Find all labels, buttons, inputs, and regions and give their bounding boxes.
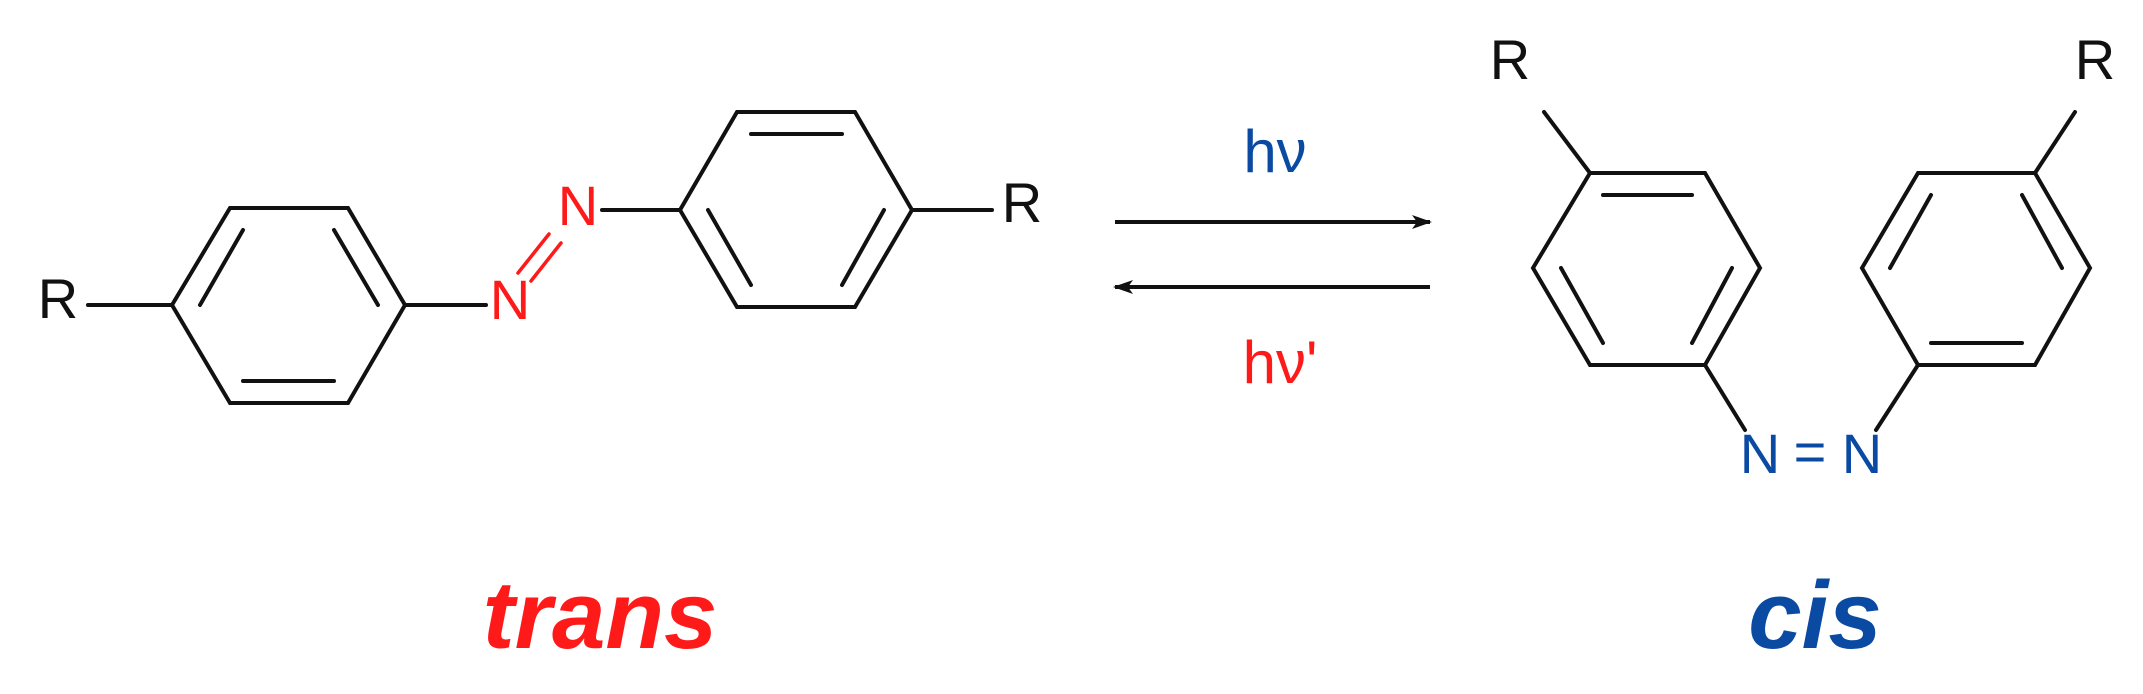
cis-left-substituent: R (1490, 28, 1530, 91)
cis-right-r-bond (2033, 110, 2077, 175)
cis-nitrogen-right: N (1842, 422, 1882, 485)
cis-left-r-bond (1542, 110, 1592, 175)
cis-right-benzene-ring (1859, 171, 2093, 367)
cis-ring-n-bond-left (1703, 363, 1747, 432)
reverse-condition: hν' (1243, 329, 1318, 396)
trans-nitrogen-lower: N (490, 268, 530, 331)
cis-ring-n-bond-right (1874, 363, 1920, 432)
trans-nitrogen-upper: N (558, 174, 598, 237)
cis-right-substituent: R (2075, 28, 2115, 91)
trans-isomer-label: trans (483, 562, 718, 669)
forward-condition: hν (1243, 118, 1306, 185)
cis-azo-double-bond: = (1794, 420, 1827, 483)
cis-nitrogen-left: N (1740, 422, 1780, 485)
cis-isomer-label: cis (1748, 562, 1881, 669)
trans-right-substituent: R (1002, 171, 1042, 234)
trans-azo-double-bond (516, 232, 563, 283)
trans-left-substituent: R (38, 267, 78, 330)
cis-molecule: R N = N R (1490, 28, 2115, 485)
trans-left-benzene-ring (169, 206, 408, 405)
trans-molecule: R N N R (38, 110, 1042, 405)
equilibrium-arrows: hν hν' (1113, 118, 1432, 396)
cis-left-benzene-ring (1530, 171, 1763, 367)
trans-right-benzene-ring (677, 110, 915, 309)
